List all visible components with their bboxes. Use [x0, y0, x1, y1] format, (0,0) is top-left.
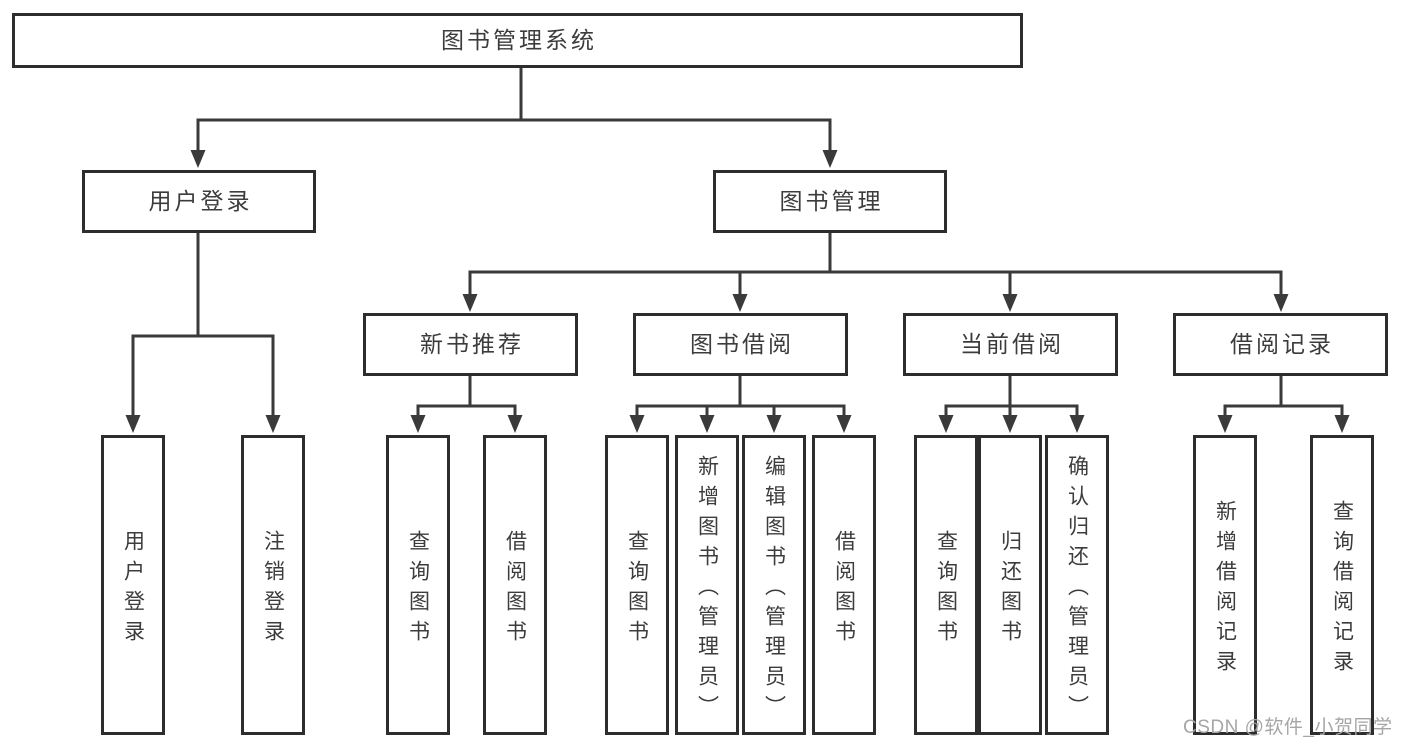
node-label: 借阅记录 — [1230, 331, 1334, 357]
node-query-books-borrowing: 查询图书 — [605, 435, 669, 735]
node-label: 归还图书 — [998, 529, 1022, 650]
node-label: 借阅图书 — [503, 529, 527, 650]
node-confirm-return-admin: 确认归还（管理员） — [1045, 435, 1109, 735]
csdn-watermark: CSDN @软件_小贺同学 — [1183, 717, 1393, 738]
node-book-management-branch: 图书管理 — [713, 170, 947, 233]
node-edit-books-admin: 编辑图书（管理员） — [742, 435, 806, 735]
node-logout: 注销登录 — [241, 435, 305, 735]
node-return-books: 归还图书 — [978, 435, 1042, 735]
node-add-borrow-record: 新增借阅记录 — [1193, 435, 1257, 735]
node-label: 新增借阅记录 — [1213, 499, 1237, 680]
node-add-books-admin: 新增图书（管理员） — [675, 435, 739, 735]
node-label: 查询图书 — [406, 529, 430, 650]
node-borrow-books-recommend: 借阅图书 — [483, 435, 547, 735]
node-borrowing-records: 借阅记录 — [1173, 313, 1388, 376]
node-label: 注销登录 — [261, 529, 285, 650]
node-current-borrowing: 当前借阅 — [903, 313, 1118, 376]
node-new-book-recommendation: 新书推荐 — [363, 313, 578, 376]
node-label: 图书管理 — [779, 188, 884, 214]
node-label: 新增图书（管理员） — [695, 454, 719, 725]
node-label: 查询借阅记录 — [1330, 499, 1354, 680]
node-label: 图书借阅 — [690, 331, 794, 357]
node-label: 编辑图书（管理员） — [762, 454, 786, 725]
node-label: 新书推荐 — [420, 331, 524, 357]
node-library-management-system: 图书管理系统 — [12, 13, 1023, 68]
node-book-borrowing: 图书借阅 — [633, 313, 848, 376]
node-label: 查询图书 — [934, 529, 958, 650]
node-query-books-current: 查询图书 — [914, 435, 978, 735]
node-label: 确认归还（管理员） — [1065, 454, 1089, 725]
node-borrow-books: 借阅图书 — [812, 435, 876, 735]
node-label: 图书管理系统 — [441, 27, 597, 53]
node-label: 用户登录 — [148, 188, 253, 214]
node-label: 用户登录 — [121, 529, 145, 650]
node-query-books-recommend: 查询图书 — [386, 435, 450, 735]
node-user-login-branch: 用户登录 — [82, 170, 316, 233]
node-user-login: 用户登录 — [101, 435, 165, 735]
node-query-borrow-record: 查询借阅记录 — [1310, 435, 1374, 735]
node-label: 查询图书 — [625, 529, 649, 650]
node-label: 当前借阅 — [960, 331, 1064, 357]
node-label: 借阅图书 — [832, 529, 856, 650]
